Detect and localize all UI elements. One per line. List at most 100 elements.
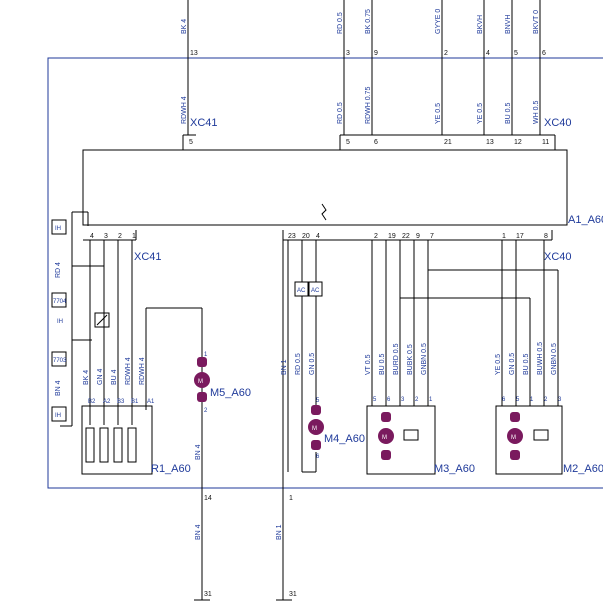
module-a1: A1_A60 <box>82 149 603 226</box>
m2-pin-2: 1 <box>530 397 534 403</box>
xc41-top-pin: 5 <box>189 139 193 146</box>
m2-wire-3: BUWH 0.5 <box>537 342 544 375</box>
mid-pin-1: 20 <box>302 233 310 240</box>
r1-pin-1: 19 <box>388 233 396 240</box>
m2-pin-1: 5 <box>516 397 520 403</box>
m2-pin-0: 6 <box>502 397 506 403</box>
r1-wire-2: BU 4 <box>111 369 118 385</box>
top-pin-5: 5 <box>514 50 518 57</box>
r1-label: R1_A60 <box>151 463 191 475</box>
m2-wire-1: GN 0.5 <box>509 353 516 375</box>
top-pin-1: 3 <box>346 50 350 57</box>
xc40-top-label: XC40 <box>544 117 572 129</box>
svg-text:M: M <box>382 435 387 441</box>
top-pin-0: 13 <box>190 50 198 57</box>
xc40-pin-3: 13 <box>486 139 494 146</box>
m4-wire-2: GN 0.5 <box>309 353 316 375</box>
r1-resistor: BK 4 GN 4 BU 4 RDWH 4 RDWH 4 B2 A2 B3 B1… <box>81 240 203 475</box>
ground-left-pin-top: 14 <box>204 495 212 502</box>
ground-left-pin-bottom: 31 <box>204 591 212 598</box>
top-wires: BK 4 RD 0.5 BK 0.75 GYYE 0 BKVH BNVH BKV… <box>181 0 546 135</box>
m3-motor: 5 6 3 2 1 M M3_A60 VT 0.5 BU 0.5 BURD 0.… <box>365 240 558 475</box>
m3-wire-3: BUBK 0.5 <box>407 344 414 375</box>
mid-pin-0: 23 <box>288 233 296 240</box>
r1-pin-0: 2 <box>374 233 378 240</box>
top-wire-label-1: RD 0.5 <box>337 12 344 34</box>
m3-pin-1: 6 <box>387 397 391 403</box>
r1-pin-b3: B3 <box>117 399 125 405</box>
r1-wire-3: RDWH 4 <box>125 357 132 385</box>
xc41-bottom-label: XC41 <box>134 251 162 263</box>
m2-wire-2: BU 0.5 <box>523 353 530 375</box>
top-wire-label-6: BKVT 0 <box>533 10 540 34</box>
left-ih-2: IH <box>55 413 61 419</box>
ac-label-1: AC <box>311 288 320 294</box>
top-wire-label-0: BK 4 <box>181 19 188 34</box>
r1-pin-2: 22 <box>402 233 410 240</box>
m2-wire-0: YE 0.5 <box>495 354 502 375</box>
top-wire-label-5: BNVH <box>505 15 512 34</box>
m5-label: M5_A60 <box>210 387 251 399</box>
m5-wire: BN 4 <box>195 444 202 460</box>
outer-frame <box>47 57 603 489</box>
m2-motor: 6 5 1 2 3 M M2_A60 YE 0.5 GN 0.5 BU 0.5 … <box>495 240 603 475</box>
xc40-wire-label-4: BU 0.5 <box>505 102 512 124</box>
m4-motor: AC AC M 5 6 M4_A60 BN 1 RD 0.5 GN 0.5 <box>281 230 365 600</box>
m4-pin-top: 5 <box>316 398 320 404</box>
xc41-bottom-connector: 4 3 2 1 XC41 <box>83 230 162 263</box>
r1-pin-a2: A2 <box>103 399 111 405</box>
xc40-top-connector: XC40 RD 0.5 RDWH 0.75 YE 0.5 YE 0.5 BU 0… <box>337 87 572 150</box>
m2-pin-3: 2 <box>544 397 548 403</box>
xc40-bottom-connector: 23 20 4 2 19 22 9 7 1 17 8 XC40 <box>283 230 572 263</box>
m3-pin-2: 3 <box>401 397 405 403</box>
xc40-pin-1: 6 <box>374 139 378 146</box>
m3-pin-4: 1 <box>429 397 433 403</box>
top-wire-label-3: GYYE 0 <box>435 9 442 34</box>
m4-wire-0: BN 1 <box>281 359 288 375</box>
ground-right-pin-bottom: 31 <box>289 591 297 598</box>
r1-pin-b1: B1 <box>131 399 139 405</box>
svg-text:M: M <box>198 379 203 385</box>
top-pin-4: 4 <box>486 50 490 57</box>
r1-wire-0: BK 4 <box>83 370 90 385</box>
m5-pin-top: 1 <box>204 352 208 358</box>
m4-wire-1: RD 0.5 <box>295 353 302 375</box>
xc41-top-wire-label: RDWH 4 <box>181 96 188 124</box>
m3-wire-2: BURD 0.5 <box>393 343 400 375</box>
top-pin-3: 2 <box>444 50 448 57</box>
xc40-pin-0: 5 <box>346 139 350 146</box>
r1-pin-b2: B2 <box>88 399 96 405</box>
xc40-wire-label-0: RD 0.5 <box>337 102 344 124</box>
m3-wire-4: GNBN 0.5 <box>421 343 428 375</box>
xc41-pin-2: 2 <box>118 233 122 240</box>
xc41-pin-3: 3 <box>104 233 108 240</box>
m3-pin-3: 2 <box>415 397 419 403</box>
ground-right-pin-top: 1 <box>289 495 293 502</box>
xc40-wire-label-5: WH 0.5 <box>533 101 540 124</box>
r1-pin-a1: A1 <box>147 399 155 405</box>
r2-pin-1: 17 <box>516 233 524 240</box>
r1-wire-1: GN 4 <box>97 369 104 385</box>
left-components: IH 7704 IH 7703 IH RD 4 BN 4 <box>51 211 104 427</box>
xc41-top-label: XC41 <box>190 117 218 129</box>
ground-left-wire: BN 4 <box>195 524 202 540</box>
xc41-top-connector: RDWH 4 5 XC41 <box>181 96 218 150</box>
left-wire-bn4: BN 4 <box>55 380 62 396</box>
r2-pin-0: 1 <box>502 233 506 240</box>
xc40-wire-label-2: YE 0.5 <box>435 103 442 124</box>
m2-pin-4: 3 <box>558 397 562 403</box>
m4-pin-bottom: 6 <box>316 454 320 460</box>
xc40-pin-4: 12 <box>514 139 522 146</box>
left-ih-0: IH <box>55 226 61 232</box>
xc40-bottom-label: XC40 <box>544 251 572 263</box>
xc41-pin-4: 4 <box>90 233 94 240</box>
xc40-wire-label-1: RDWH 0.75 <box>365 87 372 124</box>
module-label: A1_A60 <box>568 214 603 226</box>
xc40-pin-2: 21 <box>444 139 452 146</box>
svg-text:M: M <box>312 426 317 432</box>
top-pin-6: 6 <box>542 50 546 57</box>
r1-wire-4: RDWH 4 <box>139 357 146 385</box>
m5-motor: M 1 2 M5_A60 BN 4 <box>194 352 251 600</box>
top-wire-label-4: BKVH <box>477 15 484 34</box>
